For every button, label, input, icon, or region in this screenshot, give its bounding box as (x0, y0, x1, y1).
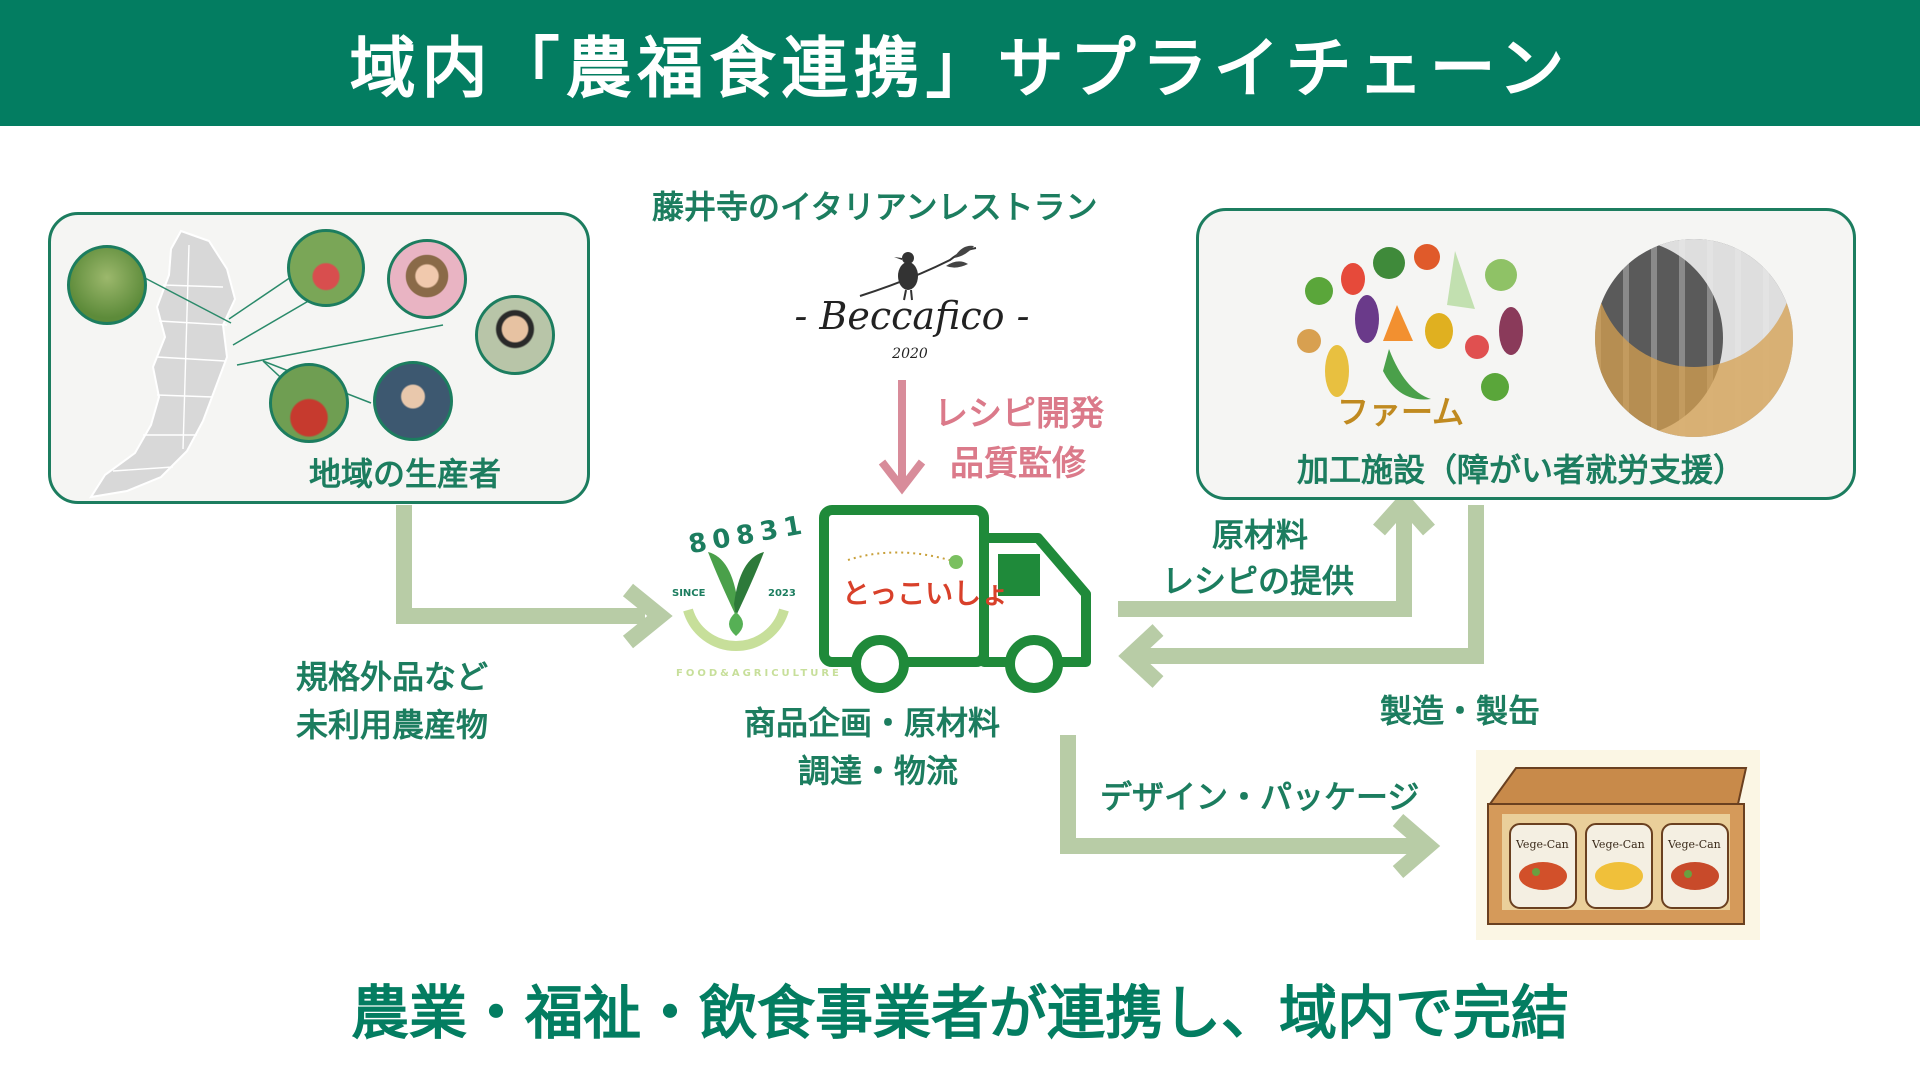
facility-workers-photo (1595, 239, 1793, 437)
vegetable-farm-logo-icon (1297, 244, 1523, 401)
farm-logo-text: ファーム (1337, 393, 1465, 431)
producer-photo-5 (269, 363, 349, 443)
can-label-2: Vege-Can (1592, 838, 1645, 851)
facility-label: 加工施設（障がい者就労支援） (1297, 451, 1746, 489)
producer-photo-3 (387, 239, 467, 319)
hub-planning-label: 商品企画・原材料 (744, 704, 1001, 742)
producer-photo-6 (373, 361, 453, 441)
arrow-facility-to-hub-head (1118, 624, 1164, 688)
restaurant-logo-year: 2020 (892, 346, 928, 362)
sprout-brand-logo-icon (683, 552, 789, 651)
producer-photo-4 (475, 295, 555, 375)
facility-box: ファーム 加工施設（障がい者就労支援） (1196, 208, 1856, 500)
osaka-map (88, 229, 237, 499)
unused-produce-label: 未利用農産物 (296, 706, 489, 744)
page-title: 域内「農福食連携」サプライチェーン (349, 30, 1571, 107)
can-label-1: Vege-Can (1516, 838, 1569, 851)
producer-photo-1 (67, 245, 147, 325)
brand-logo-since: SINCE (672, 588, 706, 599)
can-gift-box-icon (1487, 767, 1748, 925)
recipe-development-label: レシピ開発 (934, 394, 1104, 434)
producer-photo-2 (287, 229, 365, 307)
brand-logo-ring-text: FOOD&AGRICULTURE (676, 668, 842, 679)
recipe-supply-label: レシピの提供 (1162, 562, 1355, 600)
product-image: Vege-Can Vege-Can Vege-Can (1476, 750, 1760, 940)
arrow-hub-to-facility-head (1373, 489, 1435, 536)
header-banner: 域内「農福食連携」サプライチェーン (0, 0, 1920, 126)
truck-logo-text: とっこいしょ (842, 577, 1010, 610)
arrow-hub-to-product-head (1392, 813, 1441, 879)
can-label-3: Vege-Can (1668, 838, 1721, 851)
producers-box: 地域の生産者 (48, 212, 590, 504)
arrow-recipe-to-hub-head (878, 459, 926, 495)
restaurant-logo-name: - Beccafico - (794, 294, 1030, 338)
hub-logistics-label: 調達・物流 (798, 752, 959, 790)
bird-logo-icon (859, 245, 977, 301)
arrow-producers-to-hub (396, 505, 645, 624)
arrow-producers-to-hub-head (622, 583, 673, 649)
materials-label: 原材料 (1212, 516, 1309, 554)
footer-summary: 農業・福祉・飲食事業者が連携し、域内で完結 (350, 979, 1569, 1047)
substandard-produce-label: 規格外品など (296, 658, 489, 696)
manufacturing-label: 製造・製缶 (1380, 692, 1541, 730)
design-package-label: デザイン・パッケージ (1100, 778, 1420, 816)
quality-supervision-label: 品質監修 (950, 444, 1086, 484)
producers-label: 地域の生産者 (309, 455, 502, 493)
delivery-truck-icon (819, 505, 1091, 693)
brand-logo-year: 2023 (768, 588, 796, 599)
restaurant-label: 藤井寺のイタリアンレストラン (652, 188, 1098, 226)
